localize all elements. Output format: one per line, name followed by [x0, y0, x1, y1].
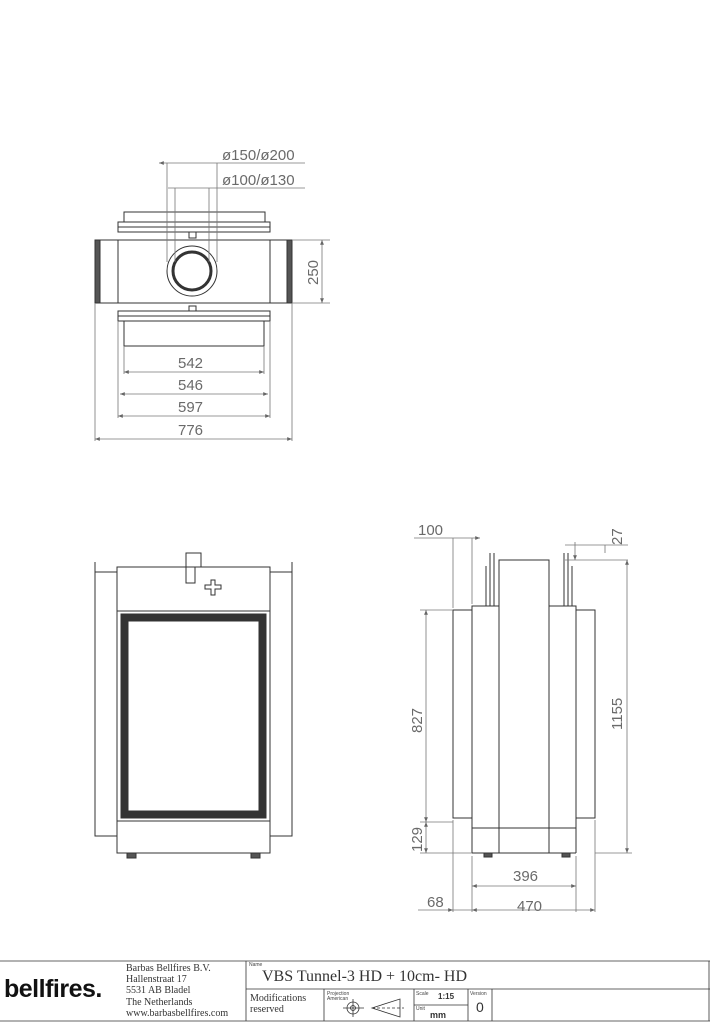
dim-width-546: 546	[178, 377, 203, 394]
projection-sub: American	[327, 996, 349, 1002]
name-label: Name	[249, 962, 263, 968]
company-city: 5531 AB Bladel	[126, 985, 191, 997]
company-country: The Netherlands	[126, 996, 193, 1008]
dim-side-68: 68	[427, 894, 444, 911]
dim-flue-inner: ø100/ø130	[222, 172, 295, 189]
dim-side-827: 827	[409, 708, 426, 733]
company-website: www.barbasbellfires.com	[126, 1007, 229, 1019]
version-value: 0	[476, 999, 484, 1015]
dim-flue-outer: ø150/ø200	[222, 147, 295, 164]
company-street: Hallenstraat 17	[126, 974, 187, 986]
projection-label: Projection	[327, 991, 350, 997]
top-view-dimensions	[94, 161, 330, 441]
scale-value: 1:15	[438, 992, 455, 1001]
drawing-name: VBS Tunnel-3 HD + 10cm- HD	[262, 968, 468, 985]
company-name: Barbas Bellfires B.V.	[126, 963, 211, 974]
side-view-dimensions	[414, 536, 632, 912]
dim-depth-250: 250	[305, 260, 322, 285]
dim-side-1155: 1155	[609, 698, 626, 730]
modifications-note: Modifications reserved	[250, 993, 307, 1015]
dim-side-100: 100	[418, 522, 443, 539]
title-block-frame	[0, 960, 710, 1022]
top-view	[94, 211, 293, 347]
company-address: Barbas Bellfires B.V. Hallenstraat 17 55…	[126, 963, 228, 1019]
dim-side-27: 27	[609, 528, 626, 545]
dim-side-129: 129	[409, 827, 426, 852]
scale-label: Scale	[416, 991, 429, 997]
dim-side-470: 470	[517, 898, 542, 915]
unit-value: mm	[430, 1010, 447, 1020]
side-view	[452, 553, 596, 858]
dim-width-542: 542	[178, 355, 203, 372]
dim-width-776: 776	[178, 422, 203, 439]
front-view	[94, 552, 293, 859]
bellfires-logo: bellfires.	[4, 975, 102, 1003]
unit-label: Unit	[416, 1006, 425, 1012]
dim-width-597: 597	[178, 399, 203, 416]
dim-side-396: 396	[513, 868, 538, 885]
version-label: Version	[470, 991, 487, 997]
